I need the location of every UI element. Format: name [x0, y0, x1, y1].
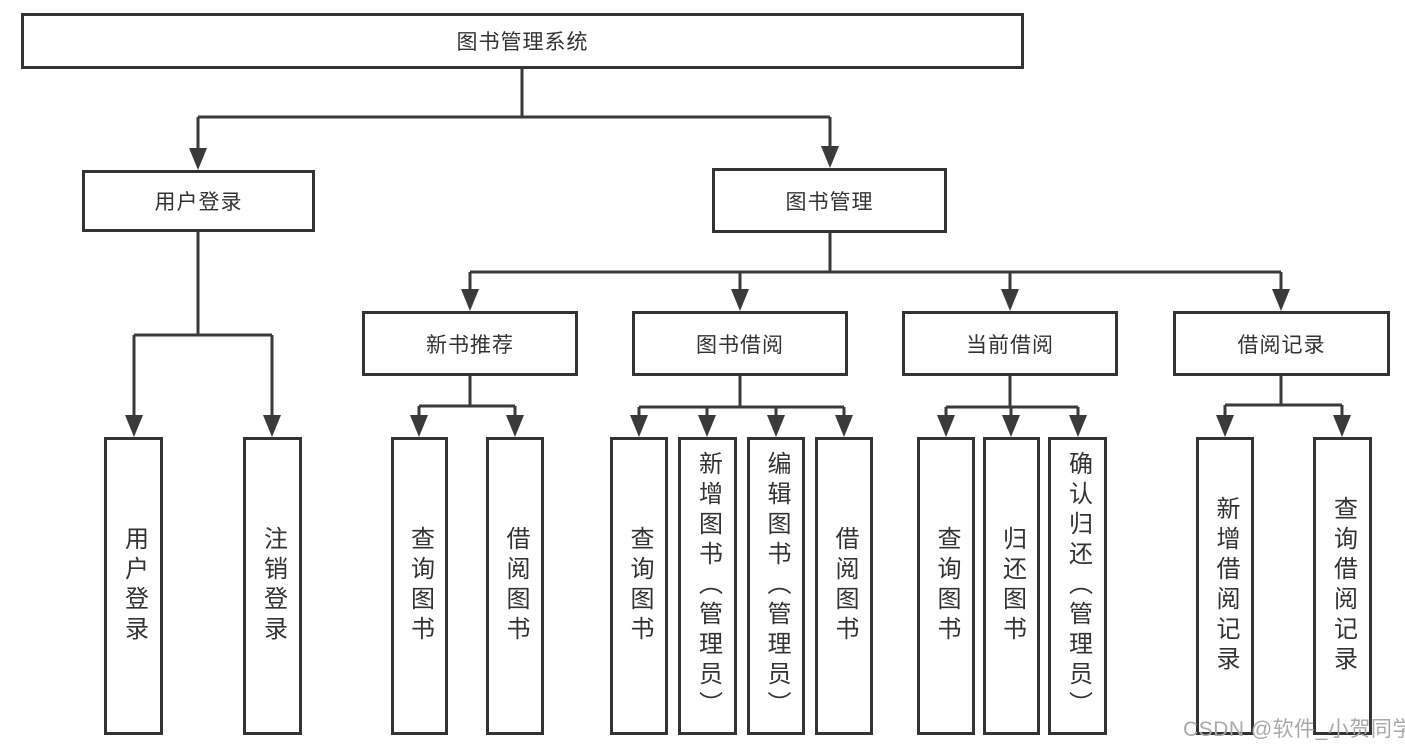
- leaf-borrow-add-books-label: 新增图书（管理员）: [694, 451, 722, 721]
- arrow-icon: [1002, 415, 1020, 437]
- leaf-logout: 注销登录: [243, 437, 302, 735]
- arrow-icon: [821, 146, 839, 168]
- csdn-watermark: CSDN @软件_小贺同学: [1183, 718, 1405, 741]
- leaf-current-confirm-return-label: 确认归还（管理员）: [1064, 451, 1092, 721]
- leaf-current-query-books-label: 查询图书: [933, 526, 960, 646]
- node-current-borrow-label: 当前借阅: [966, 333, 1054, 357]
- connector-book-mgmt: [468, 233, 1283, 292]
- node-borrow-records: 借阅记录: [1173, 311, 1390, 376]
- node-new-book-rec-label: 新书推荐: [426, 333, 514, 357]
- arrow-icon: [189, 148, 207, 170]
- leaf-borrow-add-books: 新增图书（管理员）: [678, 437, 737, 735]
- connector-root: [196, 69, 832, 150]
- leaf-user-login-label: 用户登录: [120, 526, 148, 646]
- node-user-login-label: 用户登录: [154, 191, 243, 214]
- leaf-current-query-books: 查询图书: [917, 437, 975, 735]
- arrow-icon: [835, 415, 853, 437]
- node-borrow-records-label: 借阅记录: [1237, 333, 1326, 357]
- node-root-label: 图书管理系统: [456, 31, 589, 54]
- leaf-borrow-borrow-books: 借阅图书: [815, 437, 873, 735]
- leaf-borrow-borrow-books-label: 借阅图书: [831, 526, 858, 646]
- leaf-logout-label: 注销登录: [259, 526, 287, 646]
- leaf-records-add-record-label: 新增借阅记录: [1212, 496, 1239, 676]
- connector-user-login: [132, 232, 274, 418]
- arrow-icon: [1216, 415, 1234, 437]
- leaf-current-confirm-return: 确认归还（管理员）: [1048, 437, 1107, 735]
- arrow-icon: [125, 415, 143, 437]
- leaf-rec-query-books: 查询图书: [391, 437, 448, 735]
- leaf-borrow-edit-books: 编辑图书（管理员）: [747, 437, 805, 735]
- arrow-icon: [1333, 415, 1351, 437]
- leaf-records-query-record-label: 查询借阅记录: [1329, 496, 1357, 676]
- node-book-mgmt: 图书管理: [712, 168, 947, 233]
- node-book-mgmt-label: 图书管理: [785, 190, 874, 214]
- connector-current-borrow: [944, 376, 1080, 418]
- node-current-borrow: 当前借阅: [902, 311, 1118, 376]
- arrow-icon: [1272, 289, 1290, 311]
- leaf-current-return-books: 归还图书: [983, 437, 1040, 735]
- node-new-book-rec: 新书推荐: [362, 311, 578, 376]
- leaf-rec-borrow-books-label: 借阅图书: [502, 526, 529, 646]
- arrow-icon: [767, 415, 785, 437]
- node-root: 图书管理系统: [21, 13, 1024, 69]
- arrow-icon: [461, 289, 479, 311]
- arrow-icon: [937, 415, 955, 437]
- node-user-login: 用户登录: [82, 170, 315, 232]
- arrow-icon: [506, 415, 524, 437]
- leaf-user-login: 用户登录: [104, 437, 163, 735]
- arrow-icon: [731, 289, 749, 311]
- leaf-rec-borrow-books: 借阅图书: [486, 437, 544, 735]
- leaf-borrow-edit-books-label: 编辑图书（管理员）: [763, 451, 790, 721]
- connector-new-book-rec: [417, 376, 517, 418]
- connector-borrow-records: [1223, 376, 1344, 418]
- leaf-records-query-record: 查询借阅记录: [1313, 437, 1372, 735]
- leaf-records-add-record: 新增借阅记录: [1196, 437, 1254, 735]
- arrow-icon: [1069, 415, 1087, 437]
- node-book-borrow: 图书借阅: [632, 311, 848, 376]
- arrow-icon: [1001, 289, 1019, 311]
- arrow-icon: [263, 415, 281, 437]
- leaf-borrow-query-books-label: 查询图书: [626, 526, 653, 646]
- leaf-current-return-books-label: 归还图书: [998, 526, 1026, 646]
- connector-book-borrow: [637, 376, 846, 418]
- leaf-rec-query-books-label: 查询图书: [406, 526, 434, 646]
- leaf-borrow-query-books: 查询图书: [610, 437, 668, 735]
- arrowheads: [125, 146, 1351, 437]
- arrow-icon: [630, 415, 648, 437]
- node-book-borrow-label: 图书借阅: [696, 333, 784, 357]
- arrow-icon: [698, 415, 716, 437]
- arrow-icon: [410, 415, 428, 437]
